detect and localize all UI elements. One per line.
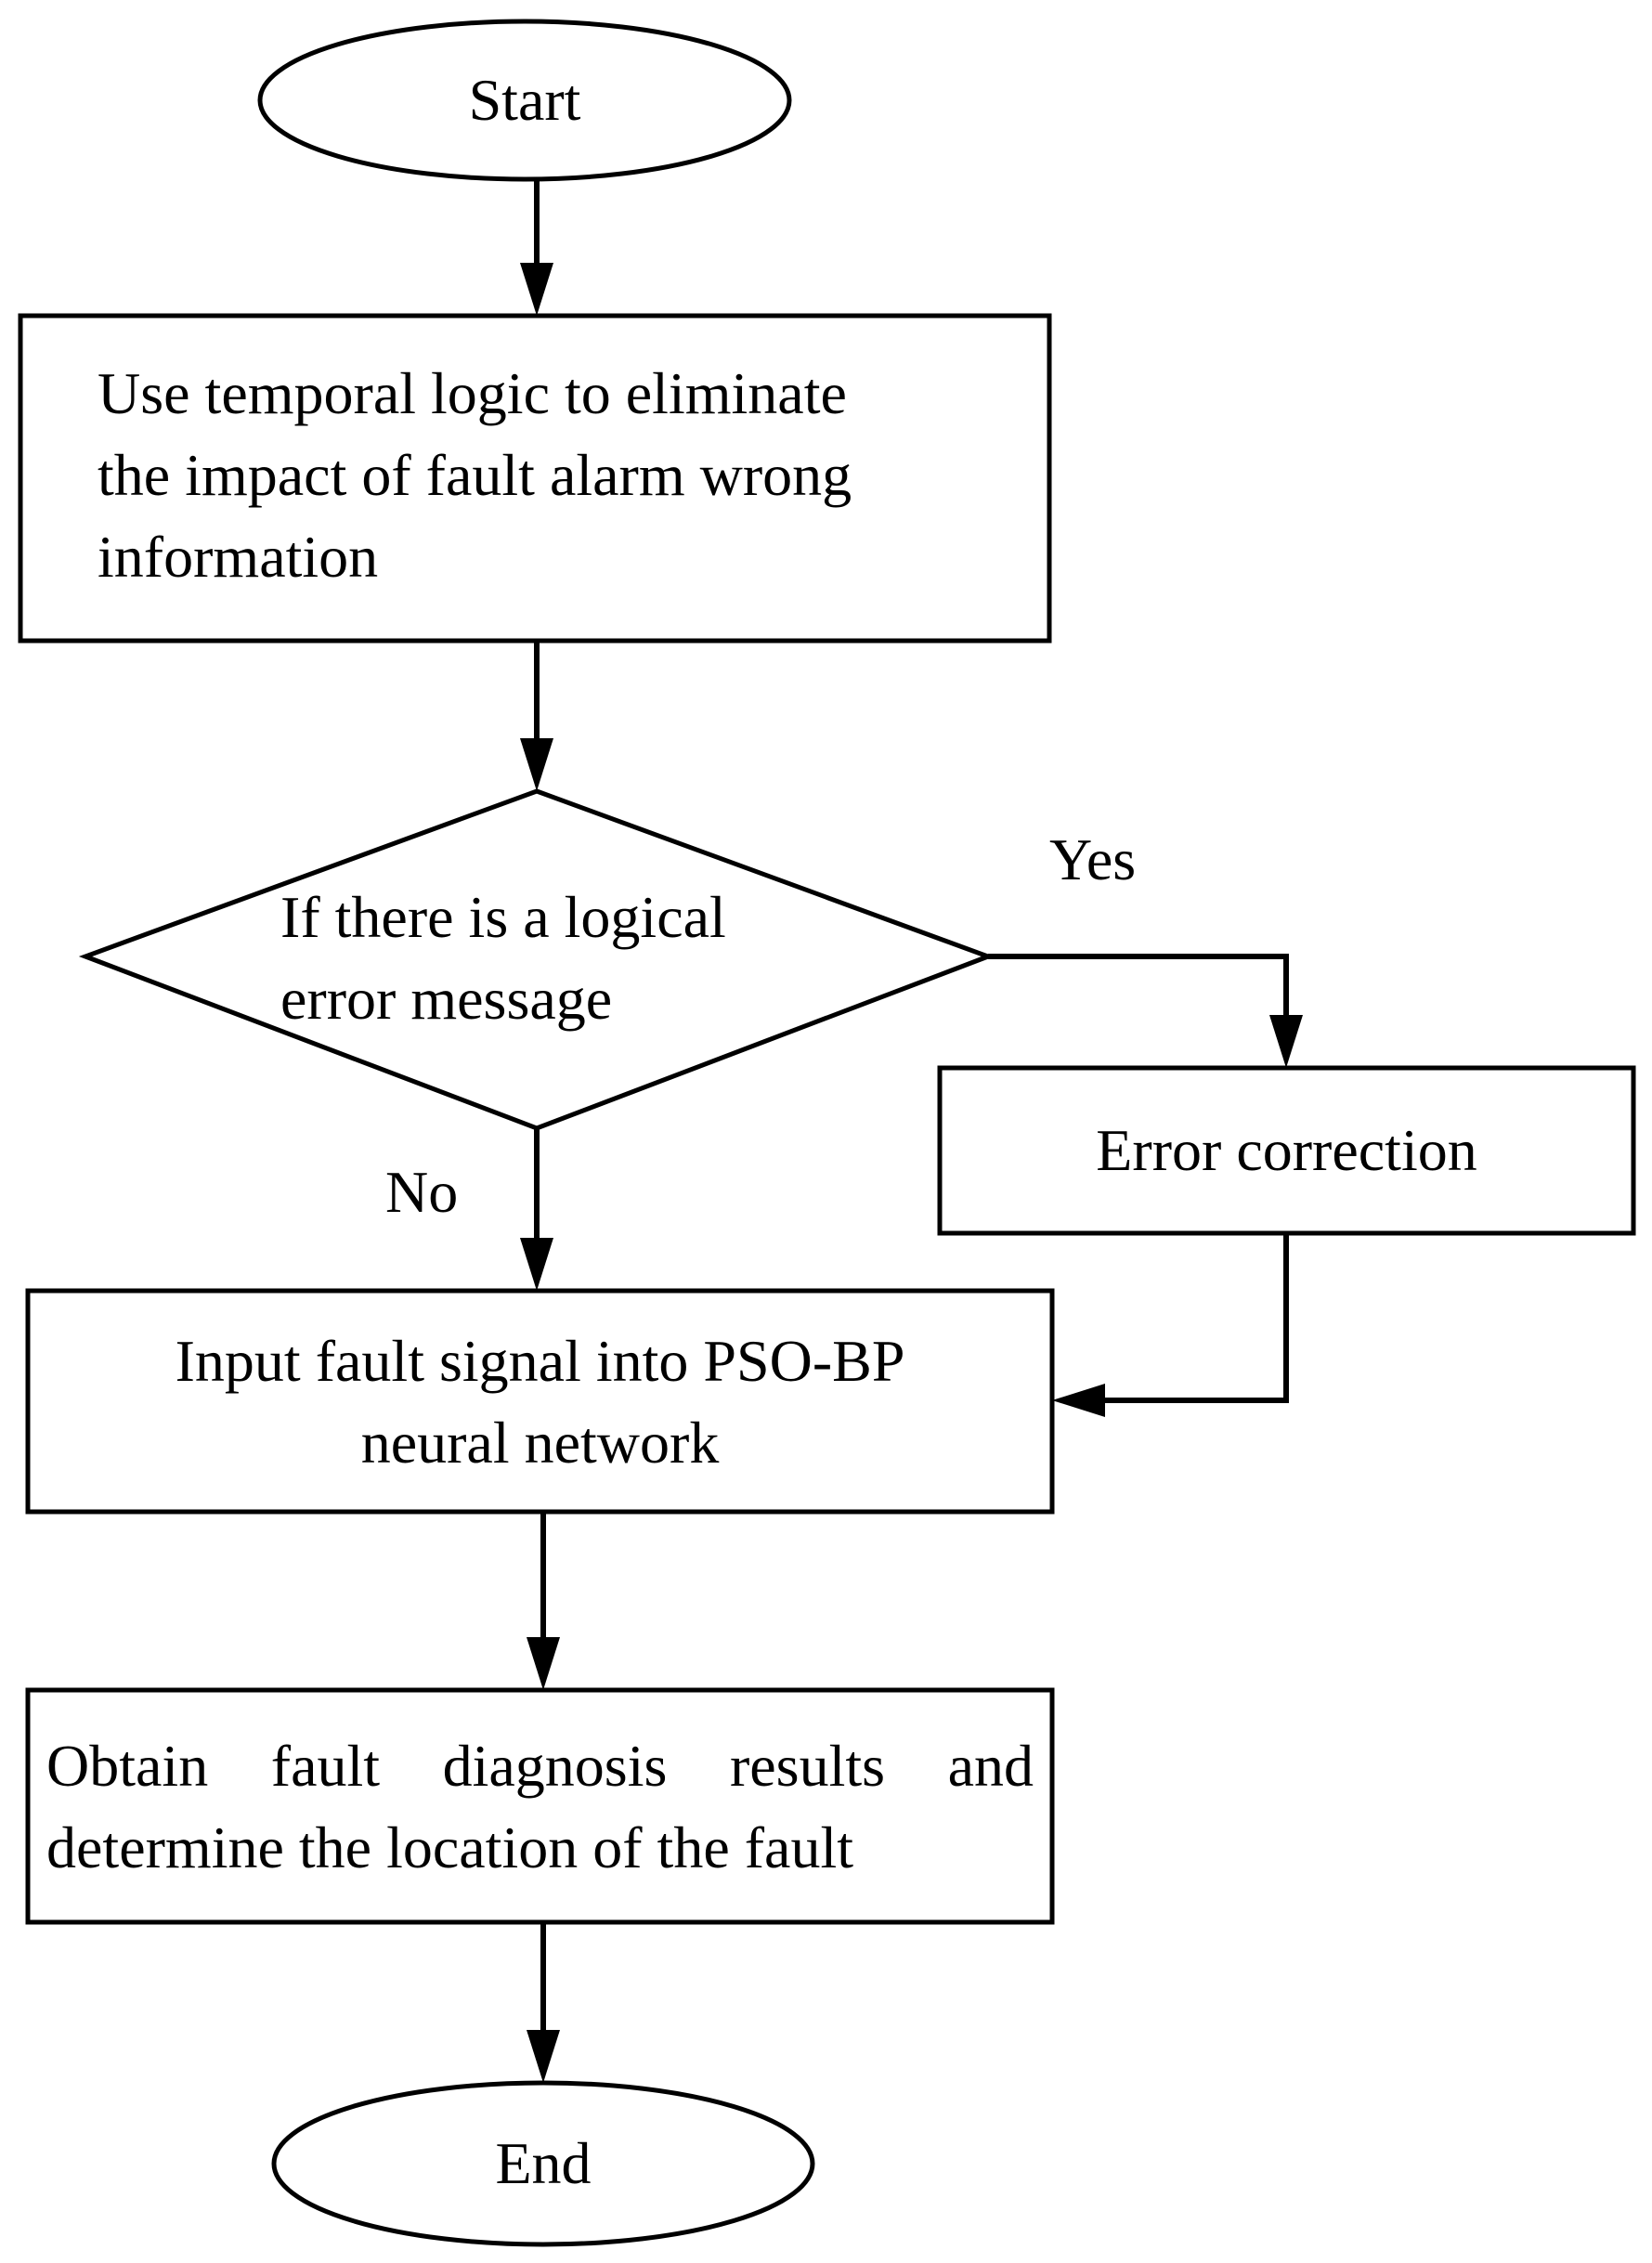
arrowhead-step3 [527, 1637, 560, 1690]
step1-line-1: Use temporal logic to eliminate [98, 360, 847, 426]
arrowhead-step1 [520, 263, 553, 316]
yes-label: Yes [1049, 826, 1137, 892]
arrowhead-correction [1269, 1015, 1303, 1068]
end-label: End [495, 2130, 592, 2196]
step3-word-4: results [729, 1733, 886, 1799]
connectors [520, 179, 1303, 2083]
arrowhead-step2 [520, 1238, 553, 1291]
step2-line-2: neural network [360, 1410, 720, 1476]
connector-decision-yes [988, 954, 1289, 1020]
correction-label: Error correction [1096, 1117, 1477, 1183]
arrowhead-merge-step2 [1052, 1384, 1105, 1417]
decision-label: If there is a logical error message [280, 877, 856, 1040]
step3-word-5: and [947, 1733, 1034, 1799]
step1-line-2: the impact of fault alarm wrong [98, 442, 852, 508]
step3-label: Obtain fault diagnosis results and deter… [46, 1725, 1034, 1889]
no-label: No [385, 1159, 459, 1225]
step3-line-2: determine the location of the fault [46, 1814, 853, 1880]
process-box-pso-bp [25, 1288, 1055, 1515]
process-box-temporal-logic [18, 313, 1052, 644]
step3-word-3: diagnosis [442, 1733, 668, 1799]
step3-word-1: Obtain [46, 1733, 209, 1799]
start-label: Start [468, 67, 581, 133]
decision-line-2: error message [280, 966, 613, 1032]
step1-label: Use temporal logic to eliminate the impa… [98, 353, 1026, 598]
step3-word-2: fault [270, 1733, 381, 1799]
process-box-diagnosis-results [25, 1687, 1055, 1925]
step2-line-1: Input fault signal into PSO-BP [175, 1328, 905, 1394]
step1-line-3: information [98, 524, 379, 590]
step3-line-1: Obtain fault diagnosis results and [46, 1725, 1034, 1807]
arrowhead-end [527, 2030, 560, 2083]
start-terminal [257, 19, 792, 182]
step2-label: Input fault signal into PSO-BP neural ne… [28, 1320, 1052, 1484]
decision-line-1: If there is a logical [280, 884, 726, 950]
arrowhead-decision [520, 738, 553, 791]
connector-correction-to-step2 [1100, 1233, 1289, 1403]
